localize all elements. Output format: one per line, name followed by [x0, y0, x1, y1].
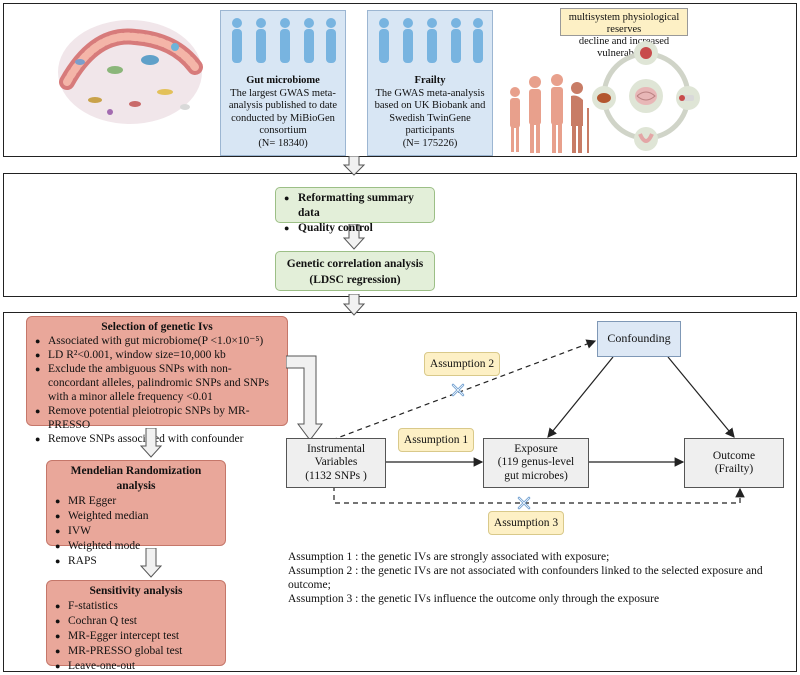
- mr-method: RAPS: [52, 554, 220, 569]
- gut-card-line: consortium: [259, 125, 307, 136]
- organ-systems-ring: [592, 41, 700, 151]
- mr-analysis-title: Mendelian Randomization analysis: [70, 465, 202, 492]
- frailty-card: Frailty The GWAS meta-analysis based on …: [367, 10, 493, 156]
- mr-method: Weighted mode: [52, 539, 220, 554]
- assumption-note: Assumption 1 : the genetic IVs are stron…: [288, 551, 610, 563]
- sensitivity-title: Sensitivity analysis: [89, 585, 183, 597]
- sensitivity-test: MR-PRESSO global test: [52, 644, 220, 659]
- iv-count: (1132 SNPs ): [305, 469, 367, 482]
- violation-x-icon: [451, 383, 465, 397]
- exposure-label: (119 genus-level: [497, 456, 575, 469]
- outcome-node: Outcome (Frailty): [684, 438, 784, 488]
- sensitivity-test: F-statistics: [52, 599, 220, 614]
- outcome-label: (Frailty): [714, 463, 754, 475]
- confounding-label: Confounding: [607, 331, 671, 346]
- assumption-note: Assumption 2 : the genetic IVs are not a…: [288, 565, 763, 591]
- iv-criterion: Associated with gut microbiome(P <1.0×10…: [32, 334, 282, 348]
- violation-x-icon: [517, 496, 531, 510]
- iv-criterion: Remove potential pleiotropic SNPs by MR-…: [32, 404, 282, 432]
- mr-analysis-box: Mendelian Randomization analysis MR Egge…: [46, 460, 226, 569]
- assumption-2-label: Assumption 2: [429, 358, 495, 370]
- frailty-definition-callout: multisystem physiological reserves decli…: [560, 8, 688, 59]
- flow-arrow-down-icon: [140, 428, 162, 458]
- aging-figures-illustration: [510, 74, 589, 153]
- genetic-correlation-box: Genetic correlation analysis (LDSC regre…: [275, 251, 435, 291]
- bent-flow-arrow-icon: [286, 355, 323, 441]
- iv-label: Variables: [314, 456, 358, 469]
- assumption-3-badge: Assumption 3: [488, 511, 564, 535]
- flow-arrow-down-icon: [140, 548, 162, 578]
- iv-selection-box: Selection of genetic Ivs Associated with…: [26, 316, 288, 446]
- qc-step-item: Quality control: [282, 221, 428, 236]
- exposure-label: gut microbes): [504, 469, 568, 482]
- qc-step-box: Reformatting summary data Quality contro…: [275, 187, 435, 236]
- frailty-card-line: based on UK Biobank and: [374, 100, 486, 111]
- gut-card-line: analysis published to date: [228, 100, 338, 111]
- people-icon: [379, 18, 483, 63]
- gut-lumen-illustration: [58, 20, 203, 124]
- sensitivity-test: Cochran Q test: [52, 614, 220, 629]
- frailty-card-line: The GWAS meta-analysis: [375, 87, 485, 99]
- frailty-card-title: Frailty: [414, 75, 446, 86]
- flow-arrow-down-icon: [342, 156, 366, 176]
- assumption-2-badge: Assumption 2: [424, 352, 500, 376]
- exposure-node: Exposure (119 genus-level gut microbes): [483, 438, 589, 488]
- frailty-card-line: participants: [405, 125, 455, 136]
- callout-line: decline and increased vulnerability: [578, 36, 670, 59]
- frailty-card-sample-size: (N= 175226): [402, 137, 458, 149]
- gc-method: (LDSC regression): [309, 274, 401, 286]
- iv-label: Instrumental: [306, 442, 366, 455]
- frailty-card-line: Swedish TwinGene: [389, 112, 471, 124]
- people-icon: [232, 18, 336, 63]
- callout-line: multisystem physiological reserves: [568, 12, 680, 35]
- sensitivity-test: MR-Egger intercept test: [52, 629, 220, 644]
- iv-criterion: Exclude the ambiguous SNPs with non-conc…: [32, 362, 282, 404]
- iv-criterion: LD R²<0.001, window size=10,000 kb: [32, 348, 282, 362]
- assumption-notes: Assumption 1 : the genetic IVs are stron…: [288, 550, 793, 606]
- assumption-3-label: Assumption 3: [493, 517, 559, 529]
- gut-card-title: Gut microbiome: [246, 75, 320, 86]
- assumption-1-label: Assumption 1: [403, 434, 469, 446]
- outcome-label: Outcome: [712, 449, 756, 462]
- mr-method: MR Egger: [52, 494, 220, 509]
- confounding-node: Confounding: [597, 321, 681, 357]
- assumption-note: Assumption 3 : the genetic IVs influence…: [288, 593, 660, 605]
- gc-title: Genetic correlation analysis: [286, 258, 424, 270]
- assumption-1-badge: Assumption 1: [398, 428, 474, 452]
- sensitivity-analysis-box: Sensitivity analysis F-statistics Cochra…: [46, 580, 226, 674]
- gut-card-line: conducted by MiBioGen: [231, 112, 335, 124]
- gut-microbiome-card: Gut microbiome The largest GWAS meta- an…: [220, 10, 346, 156]
- qc-step-item: Reformatting summary data: [282, 191, 428, 221]
- mr-method: IVW: [52, 524, 220, 539]
- exposure-label: Exposure: [514, 442, 558, 455]
- instrumental-variables-node: Instrumental Variables (1132 SNPs ): [286, 438, 386, 488]
- gut-card-line: The largest GWAS meta-: [230, 87, 336, 99]
- sensitivity-test: Leave-one-out: [52, 659, 220, 674]
- gut-card-sample-size: (N= 18340): [258, 137, 308, 149]
- flow-arrow-down-icon: [342, 294, 366, 316]
- iv-selection-title: Selection of genetic Ivs: [101, 321, 213, 333]
- mr-method: Weighted median: [52, 509, 220, 524]
